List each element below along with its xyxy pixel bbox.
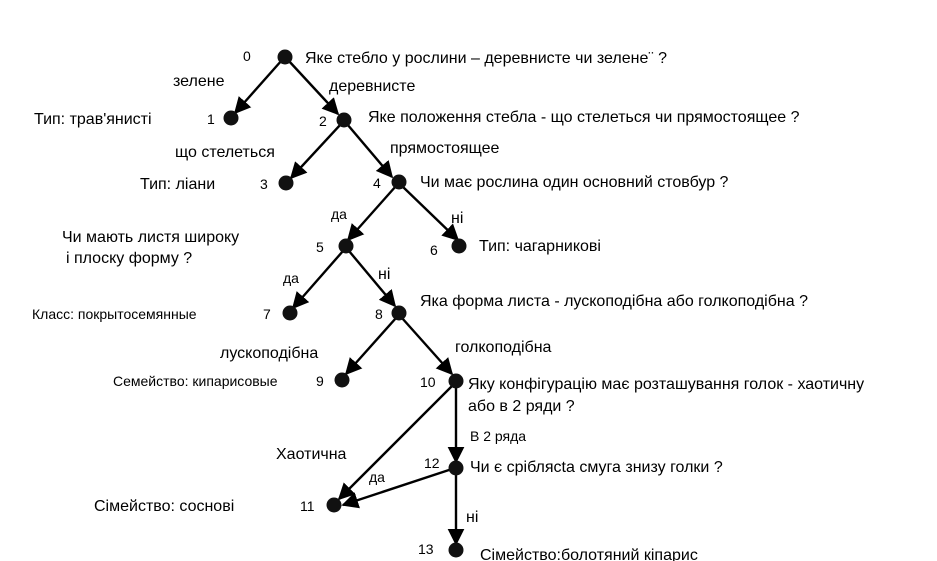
- node-2-dot: [336, 112, 352, 128]
- edge-0-1-label: зелене: [173, 73, 225, 90]
- edge-2-4: [346, 123, 394, 179]
- node-10-dot: [448, 373, 464, 389]
- node-2-number: 2: [319, 113, 327, 129]
- node-0-dot: [277, 49, 293, 65]
- node-7-text: Класс: покрытосемянные: [32, 306, 197, 322]
- node-6-dot: [451, 238, 467, 254]
- edge-4-6: [401, 185, 460, 242]
- node-12-dot: [448, 460, 464, 476]
- node-3-dot: [278, 175, 294, 191]
- node-9-number: 9: [316, 373, 324, 389]
- node-10-text-line1: Яку конфігурацію має розташування голок …: [468, 376, 864, 393]
- node-7-number: 7: [263, 306, 271, 322]
- node-1-text: Тип: трав'янисті: [34, 111, 152, 128]
- node-numbers: 0 1 2 3 4 5 6 7 8 9 10 11 12 13: [207, 48, 440, 557]
- node-4-text: Чи має рослина один основний стовбур ?: [420, 174, 729, 191]
- node-0-text: Яке стебло у рослини – деревнисте чи зел…: [305, 50, 667, 67]
- node-texts: Яке стебло у рослини – деревнисте чи зел…: [32, 50, 864, 561]
- node-10-number: 10: [420, 374, 436, 390]
- edge-0-2: [287, 59, 340, 116]
- edge-10-11: [337, 385, 453, 501]
- node-1-number: 1: [207, 111, 215, 127]
- node-4-number: 4: [373, 175, 381, 191]
- edge-8-10-label: голкоподібна: [455, 339, 552, 356]
- edge-5-8-label: ні: [378, 266, 390, 283]
- edge-8-9-label: лускоподібна: [220, 345, 318, 362]
- node-6-number: 6: [430, 242, 438, 258]
- node-13-dot: [448, 542, 464, 558]
- edge-10-11-label: Хаотична: [276, 446, 347, 463]
- node-3-number: 3: [260, 176, 268, 192]
- node-10-text-line2: або в 2 ряди ?: [468, 398, 575, 415]
- node-11-number: 11: [300, 498, 315, 514]
- node-7-dot: [282, 305, 298, 321]
- edge-2-3-label: що стелеться: [175, 144, 275, 161]
- node-0-number: 0: [243, 48, 251, 64]
- edge-5-8: [348, 250, 397, 308]
- node-8-number: 8: [375, 306, 383, 322]
- node-1-dot: [223, 110, 239, 126]
- edge-0-1: [233, 59, 283, 115]
- edge-4-5: [346, 185, 397, 242]
- node-9-dot: [334, 372, 350, 388]
- edge-12-11: [341, 467, 453, 509]
- node-11-text: Сімейство: соснові: [94, 498, 234, 515]
- node-13-text: Сімейство:болотяний кіпарис: [480, 547, 698, 561]
- node-5-dot: [338, 238, 354, 254]
- edge-0-2-label: деревнисте: [329, 78, 415, 95]
- edges: [233, 59, 465, 546]
- node-13-number: 13: [418, 541, 434, 557]
- edge-12-11-label: да: [369, 469, 385, 485]
- edge-2-4-label: прямостоящее: [390, 140, 500, 157]
- node-4-dot: [391, 174, 407, 190]
- edge-5-7-label: да: [283, 270, 299, 286]
- node-5-text-line2: і плоску форму ?: [66, 250, 192, 267]
- node-11-dot: [326, 497, 342, 513]
- node-2-text: Яке положення стебла - що стелеться чи п…: [368, 109, 800, 126]
- node-8-dot: [391, 305, 407, 321]
- node-3-text: Тип: ліани: [140, 176, 215, 193]
- nodes: [223, 49, 467, 558]
- edge-12-13-label: ні: [466, 509, 478, 526]
- node-9-text: Семейство: кипарисовые: [113, 373, 278, 389]
- edge-10-12-label: В 2 ряда: [470, 428, 526, 444]
- edge-8-9: [344, 317, 397, 376]
- edge-2-3: [289, 123, 342, 180]
- edge-8-10: [401, 317, 454, 376]
- edge-5-7: [291, 250, 344, 310]
- node-5-number: 5: [316, 239, 324, 255]
- node-12-text: Чи є сріблясta смуга знизу голки ?: [470, 459, 723, 476]
- node-6-text: Тип: чагарникові: [479, 238, 601, 255]
- node-12-number: 12: [424, 455, 440, 471]
- node-8-text: Яка форма листа - лускоподібна або голко…: [420, 293, 808, 310]
- edge-labels: зелене деревнисте що стелеться прямостоя…: [173, 73, 552, 526]
- edge-4-6-label: ні: [451, 210, 463, 227]
- node-5-text-line1: Чи мають листя широку: [62, 229, 239, 246]
- edge-4-5-label: да: [331, 206, 347, 222]
